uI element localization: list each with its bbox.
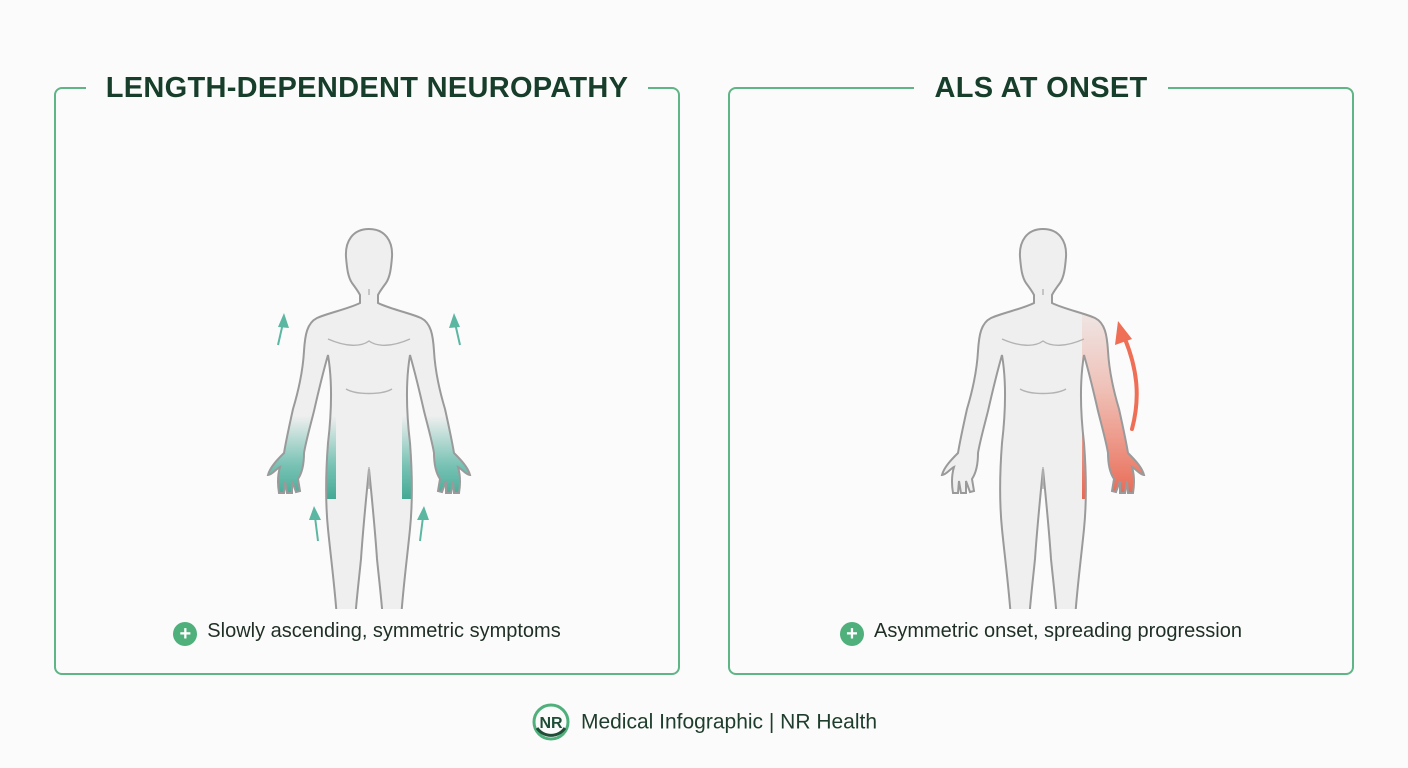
panel-title-text: ALS AT ONSET (914, 72, 1168, 104)
footer: NR Medical Infographic | NR Health (0, 702, 1408, 742)
plus-icon: + (840, 622, 865, 646)
panel-caption: + Slowly ascending, symmetric symptoms (56, 618, 678, 646)
logo-text: NR (539, 715, 563, 732)
body-diagram-neuropathy (267, 228, 471, 609)
body-diagram-als (941, 228, 1145, 609)
panel-title: LENGTH-DEPENDENT NEUROPATHY (56, 69, 678, 112)
caption-text: Asymmetric onset, spreading progression (874, 620, 1242, 642)
plus-icon: + (173, 622, 198, 646)
footer-text: Medical Infographic | NR Health (580, 710, 878, 734)
panel-caption: + Asymmetric onset, spreading progression (730, 618, 1352, 646)
curved-arrow-icon (1115, 321, 1139, 431)
panel-title: ALS AT ONSET (730, 69, 1352, 112)
caption-text: Slowly ascending, symmetric symptoms (207, 620, 561, 642)
panel-length-dependent-neuropathy: LENGTH-DEPENDENT NEUROPATHY + Slowly asce… (54, 72, 680, 675)
up-arrow-icon (277, 313, 461, 542)
panel-als-at-onset: ALS AT ONSET + Asymmetric onset, spreadin… (728, 72, 1354, 675)
panel-title-text: LENGTH-DEPENDENT NEUROPATHY (85, 72, 649, 104)
nr-logo-icon: NR (532, 703, 570, 741)
